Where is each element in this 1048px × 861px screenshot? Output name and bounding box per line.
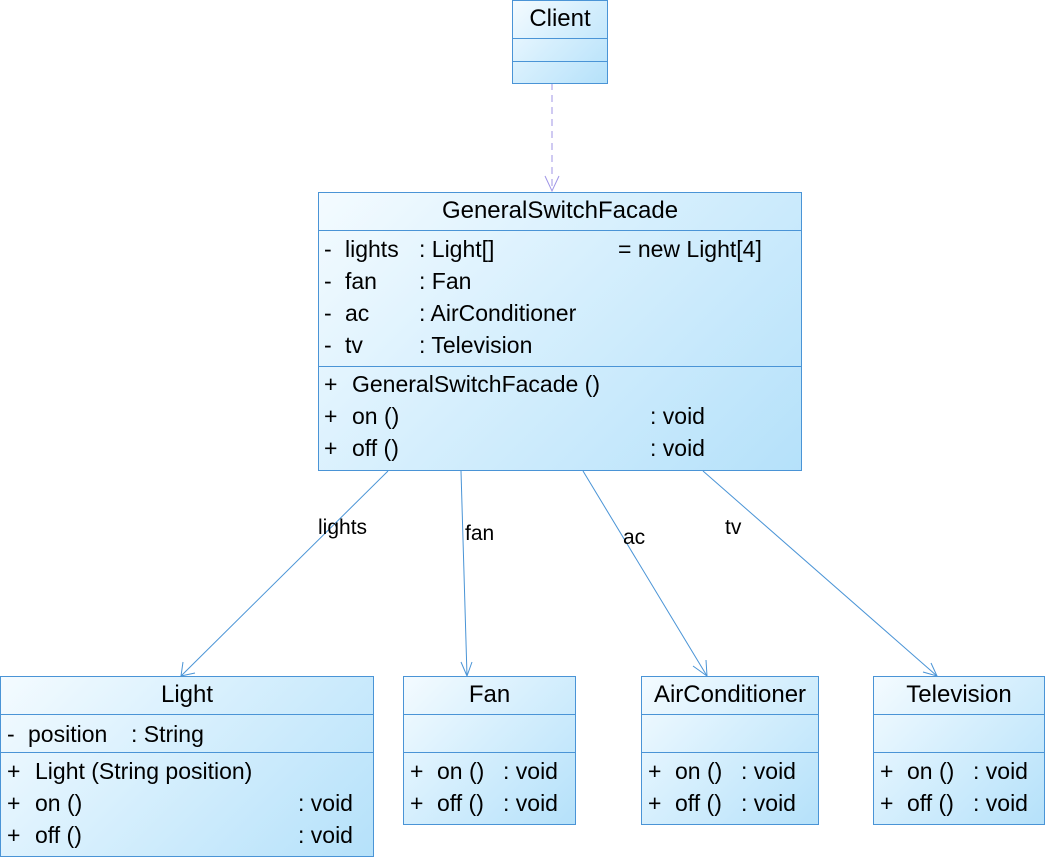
light-operation-row: + on () : void	[7, 790, 353, 816]
class-television-name: Television	[874, 677, 1044, 715]
dependency-arrowhead	[544, 175, 560, 193]
class-fan-attributes	[404, 715, 575, 753]
air-conditioner-operation-row: + off () : void	[648, 790, 796, 816]
light-operation-row: + off () : void	[7, 822, 353, 848]
class-client-name: Client	[513, 1, 607, 39]
class-light-name: Light	[1, 677, 373, 715]
association-fan-line	[460, 470, 468, 677]
class-television-attributes	[874, 715, 1044, 753]
facade-attribute-row: - fan : Fan	[324, 268, 472, 294]
class-general-switch-facade[interactable]: GeneralSwitchFacade - lights : Light[] =…	[318, 192, 802, 471]
fan-operation-row: + off () : void	[410, 790, 558, 816]
light-attribute-row: - position : String	[7, 721, 204, 747]
facade-operation-row: + on () : void	[324, 403, 705, 429]
class-facade-operations: + GeneralSwitchFacade () + on () : void …	[319, 367, 801, 464]
air-conditioner-operation-row: + on () : void	[648, 758, 796, 784]
association-ac-arrowhead	[692, 659, 708, 678]
association-ac-line	[582, 470, 708, 677]
class-fan-operations: + on () : void + off () : void	[404, 753, 575, 819]
facade-attribute-row: - tv : Television	[324, 332, 533, 358]
association-label-ac: ac	[623, 526, 646, 549]
facade-attribute-row: - lights : Light[] = new Light[4]	[324, 236, 762, 262]
class-fan[interactable]: Fan + on () : void + off () : void	[403, 676, 576, 825]
class-air-conditioner-name: AirConditioner	[642, 677, 818, 715]
class-television-operations: + on () : void + off () : void	[874, 753, 1044, 819]
association-label-tv: tv	[725, 516, 742, 539]
association-lights-line	[180, 470, 389, 677]
class-air-conditioner[interactable]: AirConditioner + on () : void + off () :…	[641, 676, 819, 825]
facade-operation-row: + off () : void	[324, 435, 705, 461]
association-label-lights: lights	[318, 516, 368, 539]
class-client-operations	[513, 62, 607, 84]
association-tv-line	[702, 470, 938, 677]
television-operation-row: + on () : void	[880, 758, 1028, 784]
class-air-conditioner-attributes	[642, 715, 818, 753]
television-operation-row: + off () : void	[880, 790, 1028, 816]
fan-operation-row: + on () : void	[410, 758, 558, 784]
class-light[interactable]: Light - position : String + Light (Strin…	[0, 676, 374, 857]
facade-operation-row: + GeneralSwitchFacade ()	[324, 371, 600, 397]
facade-attribute-row: - ac : AirConditioner	[324, 300, 577, 326]
class-light-attributes: - position : String	[1, 715, 373, 753]
class-light-operations: + Light (String position) + on () : void…	[1, 753, 373, 851]
association-label-fan: fan	[465, 522, 495, 545]
class-client[interactable]: Client	[512, 0, 608, 84]
class-facade-attributes: - lights : Light[] = new Light[4] - fan …	[319, 231, 801, 367]
class-facade-name: GeneralSwitchFacade	[319, 193, 801, 231]
class-air-conditioner-operations: + on () : void + off () : void	[642, 753, 818, 819]
class-fan-name: Fan	[404, 677, 575, 715]
light-operation-row: + Light (String position)	[7, 758, 253, 784]
class-client-attributes	[513, 39, 607, 62]
class-television[interactable]: Television + on () : void + off () : voi…	[873, 676, 1045, 825]
